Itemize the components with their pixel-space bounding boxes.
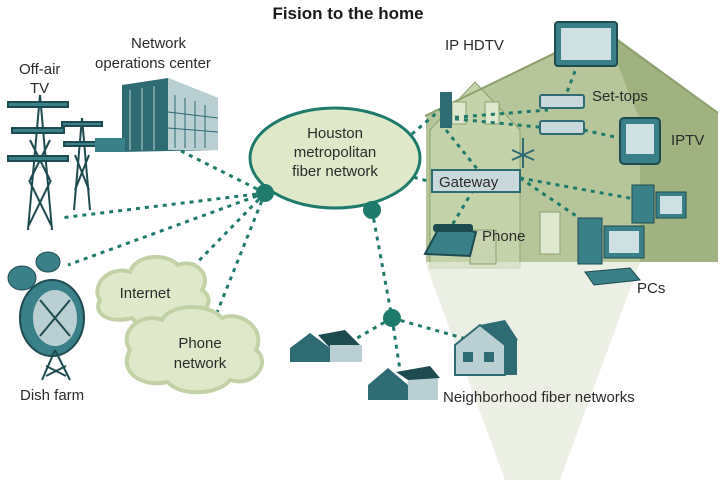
home-illustration bbox=[424, 28, 719, 480]
dish-farm-label: Dish farm bbox=[20, 387, 84, 404]
noc-line1: Network bbox=[131, 35, 187, 52]
gateway-label: Gateway bbox=[439, 174, 499, 191]
noc-line2: operations center bbox=[95, 55, 211, 72]
fiber-network-hub bbox=[248, 106, 422, 210]
ip-hdtv-device bbox=[554, 21, 618, 67]
gateway-device bbox=[431, 138, 535, 193]
tv-tower-icon bbox=[7, 94, 103, 231]
pcs-label: PCs bbox=[637, 280, 665, 297]
phone-network-cloud bbox=[124, 304, 264, 395]
neighborhood-node bbox=[383, 309, 401, 327]
hub-node-bottom bbox=[363, 201, 381, 219]
iptv-device bbox=[619, 117, 661, 165]
internet-label: Internet bbox=[120, 285, 172, 302]
fiber-network-line1: Houston bbox=[307, 125, 363, 142]
off-air-tv-line1: Off-air bbox=[19, 61, 60, 78]
phone-network-line2: network bbox=[174, 355, 227, 372]
phone-label: Phone bbox=[482, 228, 525, 245]
satellite-dish-icon bbox=[7, 251, 85, 381]
phone-network-line1: Phone bbox=[178, 335, 221, 352]
wiring-box bbox=[440, 92, 452, 128]
hub-node-left bbox=[256, 184, 274, 202]
fiber-network-line2: metropolitan bbox=[294, 144, 377, 161]
iptv-label: IPTV bbox=[671, 132, 704, 149]
diagram-title: Fision to the home bbox=[272, 4, 423, 23]
neighborhood-label: Neighborhood fiber networks bbox=[443, 389, 635, 406]
set-tops-label: Set-tops bbox=[592, 88, 648, 105]
ip-hdtv-label: IP HDTV bbox=[445, 37, 504, 54]
phone-device bbox=[423, 224, 478, 258]
pc-devices bbox=[577, 184, 687, 286]
noc-building-icon bbox=[95, 78, 219, 152]
neighborhood-houses bbox=[290, 320, 518, 400]
off-air-tv-line2: TV bbox=[30, 80, 49, 97]
fiber-network-line3: fiber network bbox=[292, 163, 378, 180]
set-top-boxes bbox=[539, 94, 585, 135]
